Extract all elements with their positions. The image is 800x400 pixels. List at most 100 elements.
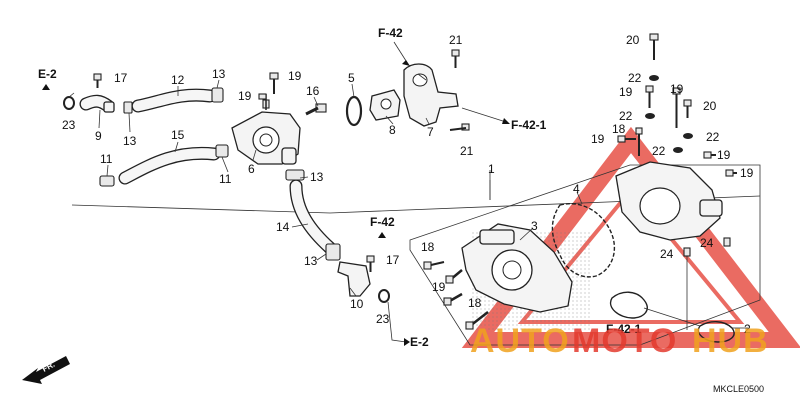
ref-f421-bottom-group: F-42-1 <box>606 322 642 336</box>
part-22-washer-c <box>683 133 693 139</box>
callout-22-a: 22 <box>628 71 642 85</box>
ref-f42-mid: F-42 <box>370 215 395 229</box>
watermark-hub: HUB <box>692 322 769 360</box>
callout-13-top: 13 <box>212 67 226 81</box>
diagram-code: MKCLE0500 <box>713 384 764 394</box>
watermark-moto: MOTO <box>572 322 677 360</box>
ref-f42-top-group: F-42 <box>378 26 410 66</box>
callout-1: 1 <box>488 162 495 176</box>
part-13-clamp-b <box>211 87 224 103</box>
callout-9: 9 <box>95 129 102 143</box>
part-20-bolt-right <box>683 99 692 118</box>
part-19-bolt-c <box>443 292 463 306</box>
part-12-hose <box>131 88 217 113</box>
callout-11-left: 11 <box>100 152 113 166</box>
part-18-bolt-cover <box>635 127 643 156</box>
callout-19-b: 19 <box>238 89 252 103</box>
callout-8: 8 <box>389 123 396 137</box>
part-13-clamp-d <box>325 243 341 261</box>
callout-19-g: 19 <box>717 148 731 162</box>
part-3-water-pump <box>461 223 590 330</box>
watermark-text: AUTO MOTO HUB <box>470 322 769 360</box>
ref-e2-top: E-2 <box>38 67 57 81</box>
callout-21-top: 21 <box>449 33 463 47</box>
callout-17-top: 17 <box>114 71 128 85</box>
part-10-joint <box>337 261 371 297</box>
part-18-bolt-b <box>445 269 463 284</box>
part-23-oring-top <box>63 96 75 110</box>
callout-21-mid: 21 <box>460 144 474 158</box>
callout-23-bottom: 23 <box>376 312 390 326</box>
part-22-washer-a <box>649 75 659 81</box>
part-18-bolt-c <box>465 311 489 330</box>
part-21-bolt-top <box>451 49 460 68</box>
callout-23-top: 23 <box>62 118 76 132</box>
ref-e2-bottom-group: E-2 <box>387 301 429 349</box>
part-8-thermostat <box>369 89 401 121</box>
callout-11-right: 11 <box>219 172 232 186</box>
ref-f421-top: F-42-1 <box>511 118 547 132</box>
part-22-washer-d <box>673 147 683 153</box>
part-17-bolt-bottom <box>366 255 375 272</box>
callout-18-c: 18 <box>612 122 626 136</box>
callout-24-b: 24 <box>700 236 714 250</box>
callout-16: 16 <box>306 84 320 98</box>
part-11-clamp-a <box>99 175 115 187</box>
callout-5: 5 <box>348 71 355 85</box>
part-14-hose <box>289 179 337 255</box>
pump-cover-right <box>615 161 723 241</box>
part-6-thermostat-housing <box>231 94 301 165</box>
part-13-clamp-a <box>123 101 133 114</box>
callouts: 1 2 3 4 5 6 7 8 9 10 11 11 12 13 13 13 1… <box>62 33 754 336</box>
leader-lines <box>68 73 583 297</box>
watermark-auto: AUTO <box>470 322 570 360</box>
callout-19-f: 19 <box>591 132 605 146</box>
callout-17-bottom: 17 <box>386 253 400 267</box>
callout-19-a: 19 <box>288 69 302 83</box>
part-17-bolt-top <box>93 73 102 88</box>
callout-13-mid: 13 <box>310 170 324 184</box>
callout-20-top: 20 <box>626 33 640 47</box>
callout-18-b: 18 <box>468 296 482 310</box>
callout-3: 3 <box>531 219 538 233</box>
callout-14: 14 <box>276 220 290 234</box>
part-2-gaskets <box>609 291 748 343</box>
part-4-gasket <box>551 203 615 278</box>
callout-19-c: 19 <box>432 280 446 294</box>
ref-f42-top: F-42 <box>378 26 403 40</box>
part-18-bolt-a <box>423 261 445 270</box>
callout-19-d: 19 <box>619 85 633 99</box>
ref-f421-top-group: F-42-1 <box>461 107 547 132</box>
callout-19-e: 19 <box>670 82 684 96</box>
callout-22-d: 22 <box>652 144 666 158</box>
callout-24-a: 24 <box>660 247 674 261</box>
callout-18-a: 18 <box>421 240 435 254</box>
ref-e2-bottom: E-2 <box>410 335 429 349</box>
part-13-clamp-c <box>285 169 305 181</box>
callout-13-bottom: 13 <box>304 254 318 268</box>
callout-20-right: 20 <box>703 99 717 113</box>
callout-22-c: 22 <box>706 130 720 144</box>
part-5-oring <box>345 95 363 127</box>
callout-19-h: 19 <box>740 166 754 180</box>
callout-15: 15 <box>171 128 185 142</box>
part-20-bolt-top <box>649 33 659 60</box>
part-23-oring-bottom <box>378 289 390 303</box>
part-21-bolt-mid <box>449 123 470 131</box>
callout-7: 7 <box>427 125 434 139</box>
part-16-sensor <box>305 103 327 116</box>
part-24-dowels <box>683 237 731 330</box>
callout-13-left: 13 <box>123 134 137 148</box>
ref-f42-mid-group: F-42 <box>370 215 395 238</box>
part-7-thermostat-cover <box>403 63 459 127</box>
callout-4: 4 <box>573 182 580 196</box>
ref-f421-bottom: F-42-1 <box>606 322 642 336</box>
part-19-bolt-a <box>269 72 279 94</box>
callout-12: 12 <box>171 73 185 87</box>
front-arrow: FR. <box>22 356 70 384</box>
callout-6: 6 <box>248 162 255 176</box>
part-15-hose <box>118 146 221 185</box>
part-22-washer-b <box>645 113 655 119</box>
